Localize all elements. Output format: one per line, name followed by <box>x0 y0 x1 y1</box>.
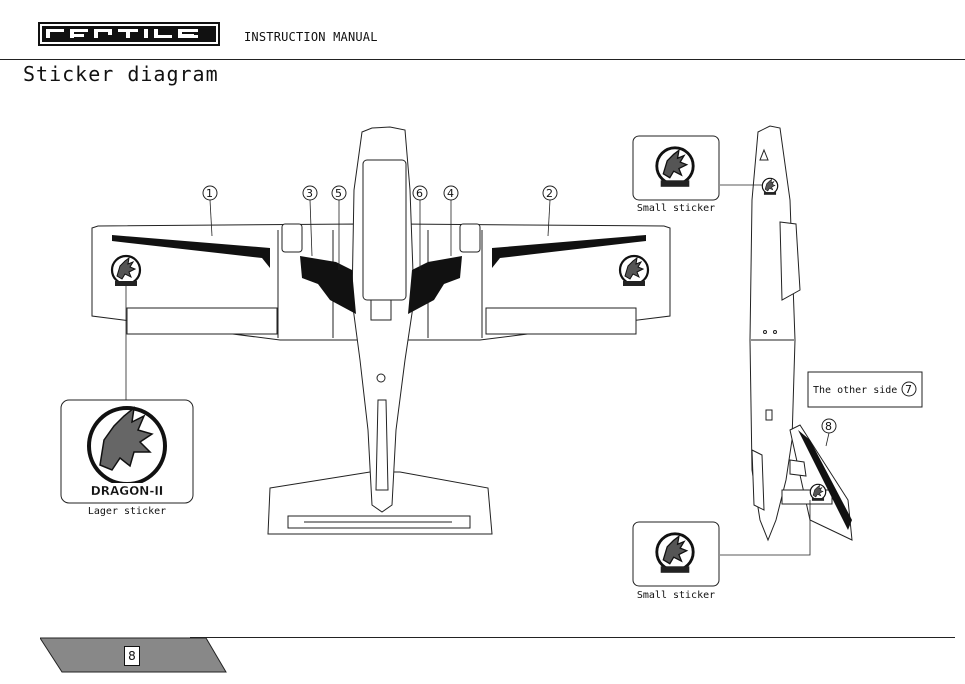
wing-sticker-left <box>110 254 142 288</box>
reptile-logo <box>38 22 220 46</box>
large-sticker-text: DRAGON-II <box>91 484 164 498</box>
document-label: INSTRUCTION MANUAL <box>244 30 378 44</box>
large-sticker-box: DRAGON-II <box>60 399 194 504</box>
small-sticker-top-caption: Small sticker <box>637 203 715 214</box>
small-sticker-bottom-caption: Small sticker <box>637 590 715 601</box>
callout-2: 2 <box>546 187 553 200</box>
side-stripe <box>798 430 852 530</box>
small-sticker-bottom-box <box>632 521 720 587</box>
page-number: 8 <box>124 646 140 666</box>
callout-markers: 1 2 3 4 5 6 <box>202 185 558 201</box>
large-sticker-caption: Lager sticker <box>88 506 166 517</box>
callout-3: 3 <box>306 187 313 200</box>
side-sticker-top <box>761 177 779 196</box>
plane-side-view <box>749 125 853 542</box>
callout-1: 1 <box>206 187 213 200</box>
callout-7: 7 <box>905 383 912 396</box>
page-title: Sticker diagram <box>23 62 219 86</box>
callout-leaders <box>125 199 551 400</box>
other-side-box: The other side 7 <box>807 371 923 408</box>
callout-5: 5 <box>335 187 342 200</box>
wing-stripes <box>112 235 646 314</box>
header-rule <box>0 59 965 60</box>
side-sticker-bottom <box>809 483 827 502</box>
callout-6: 6 <box>416 187 423 200</box>
wing-sticker-right <box>618 254 650 288</box>
callout-8: 8 <box>825 420 832 433</box>
small-sticker-top-box <box>632 135 720 201</box>
other-side-text: The other side <box>813 385 897 396</box>
callout-4: 4 <box>447 187 454 200</box>
plane-top-view <box>91 126 671 535</box>
footer-rule <box>190 637 955 638</box>
